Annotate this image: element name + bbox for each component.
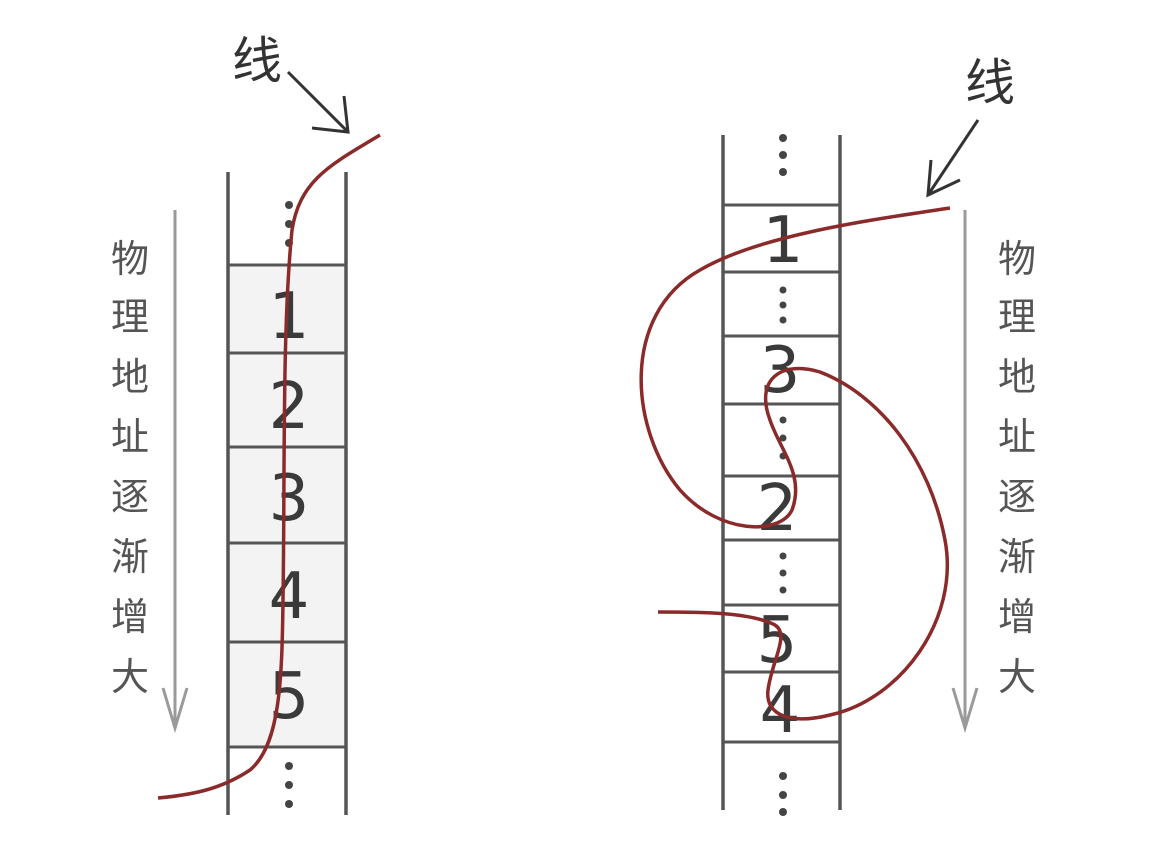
left-ellipsis-bottom: [285, 762, 293, 808]
right-axis-char: 增: [998, 595, 1036, 639]
right-axis-char: 逐: [998, 475, 1036, 519]
left-thread-curve: [157, 133, 381, 800]
left-axis-char: 逐: [111, 475, 149, 519]
right-axis-char: 大: [998, 655, 1036, 699]
right-axis-char: 理: [998, 295, 1036, 339]
right-axis-arrowhead: [951, 687, 979, 734]
left-axis-char: 增: [111, 595, 149, 639]
left-cell-label: 4: [269, 560, 310, 634]
right-axis-char: 地: [998, 355, 1036, 399]
right-cell-label: 4: [760, 674, 801, 748]
right-axis-char: 渐: [998, 535, 1036, 579]
left-line-label: 线: [232, 32, 282, 90]
right-line-label: 线: [965, 54, 1015, 112]
right-line-pointer-arrow: [926, 119, 980, 198]
left-diagram: 物 理 地 址 逐 渐 增 大: [111, 32, 381, 815]
left-axis-char: 物: [111, 237, 149, 281]
right-cell-label: 5: [757, 604, 798, 678]
left-axis-char: 地: [111, 355, 149, 399]
left-axis-char: 址: [111, 415, 149, 459]
right-axis-char: 物: [998, 237, 1036, 281]
right-axis-char: 址: [998, 415, 1036, 459]
left-line-pointer-arrow: [286, 70, 350, 134]
right-thread-curve: [639, 206, 951, 721]
right-diagram: 1 3 2 5 4 物 理 地 址 逐 渐 增 大 线: [639, 54, 1036, 816]
left-cell-label: 3: [269, 462, 310, 536]
left-axis-label: 物 理 地 址 逐 渐 增 大: [111, 237, 149, 699]
right-cell-dividers: [723, 203, 840, 744]
left-axis-char: 渐: [111, 535, 149, 579]
left-axis-arrowhead: [161, 687, 189, 734]
right-gap-dots: [779, 286, 787, 594]
right-axis-label: 物 理 地 址 逐 渐 增 大: [998, 237, 1036, 699]
left-cell-label: 2: [269, 370, 310, 444]
right-ellipsis-bottom: [779, 772, 787, 816]
right-ellipsis-top: [779, 134, 787, 176]
left-axis-char: 理: [111, 295, 149, 339]
left-axis-char: 大: [111, 655, 149, 699]
